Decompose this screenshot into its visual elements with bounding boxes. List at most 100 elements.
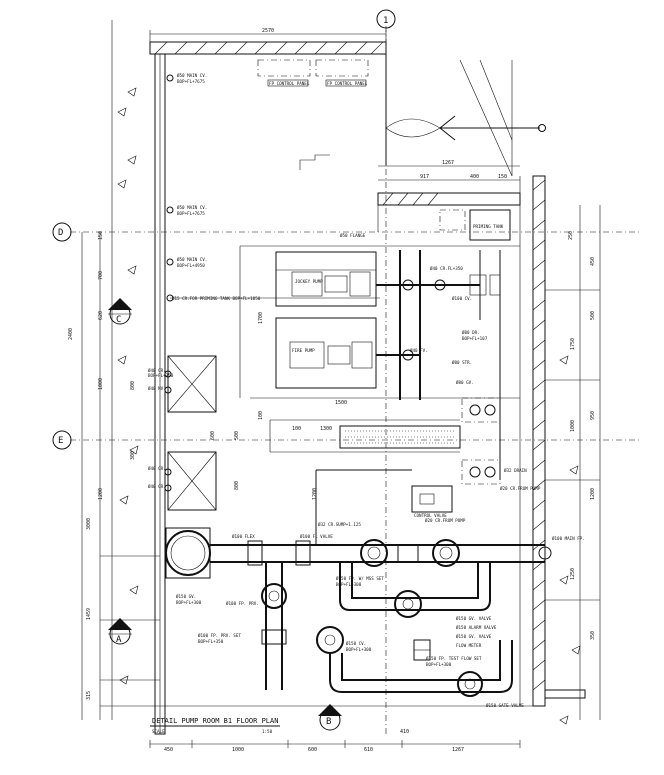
label-dr-b: BOP+FL+107 [462, 336, 488, 341]
bottom-right-wall [544, 689, 586, 699]
dim-inner-d7: 600 [210, 431, 216, 440]
title-block: DETAIL PUMP ROOM B1 FLOOR PLAN SCALE 1:5… [150, 717, 280, 734]
label-fp-prv-set-b: BOP+FL+350 [198, 639, 224, 644]
dim-right-d3: 1750 [570, 338, 576, 350]
right-wall-hatch [532, 179, 546, 691]
label-test-flow-b: BOP+FL+300 [426, 662, 452, 667]
scale-value: 1:50 [262, 729, 273, 734]
grid-label-e: E [58, 436, 63, 446]
dim-left-d1: 2400 [68, 328, 74, 340]
dim-bottom-d6: 410 [400, 729, 409, 735]
label-cr: Ø40 CR. [148, 368, 166, 373]
label-main-cv-2b: BOP+FL+7675 [177, 211, 205, 216]
dim-bottom-d4: 610 [364, 747, 373, 753]
top-wall-hatch [154, 41, 384, 55]
label-cr-sump: Ø32 CR.SUMP+1.125 [318, 522, 361, 527]
top-dimensions: 2570 1267 917 400 150 [149, 28, 520, 181]
section-label-c: C [116, 315, 121, 325]
dim-left-d4: 315 [86, 691, 92, 700]
dim-left-d5: 700 [98, 271, 104, 280]
section-marker-a: A [108, 618, 132, 645]
scale-label: SCALE [152, 729, 165, 734]
panel-2-label: FP CONTROL PANEL [327, 81, 368, 86]
dim-top-d4: 150 [498, 174, 507, 180]
label-drain: Ø32 DRAIN [504, 468, 527, 473]
dim-right-d8: 350 [590, 631, 596, 640]
valve-cluster-right [461, 397, 501, 485]
valve-box-label: CONTROL VALVE [414, 513, 447, 518]
inner-dimensions: 1500 1300 100 1700 1200 500 600 800 100 [210, 312, 347, 500]
label-fp-prv: Ø100 FP. PRV. [226, 601, 259, 606]
label-cr-b: BOP+FL+350 [148, 373, 174, 378]
grid-bubble-1: 1 [376, 9, 396, 29]
label-mfv-b: BOP+FL+300 [336, 582, 362, 587]
dim-top-d3: 400 [470, 174, 479, 180]
drawing-title: DETAIL PUMP ROOM B1 FLOOR PLAN [152, 717, 278, 725]
section-marker-b: B [318, 704, 342, 731]
grid-label-d: D [58, 228, 63, 238]
section-label-a: A [116, 635, 122, 645]
grid-label-1: 1 [383, 16, 388, 26]
label-cr-pump2: Ø20 CR.FROM PUMP [425, 518, 466, 523]
dim-right-d2: 450 [590, 257, 596, 266]
control-valve-box: CONTROL VALVE [315, 469, 453, 545]
dim-left-d3: 1459 [86, 608, 92, 620]
label-cr2: Ø40 CR. [148, 466, 166, 471]
section-marker-c: C [108, 298, 132, 325]
dim-right-d9: 950 [590, 411, 596, 420]
dim-left-d11: 620 [98, 311, 104, 320]
label-cv150: Ø150 CV. [346, 641, 366, 646]
grid-bubble-d: D [52, 222, 72, 242]
label-main-fp: Ø100 MAIN FP. [552, 536, 585, 541]
panel-1-label: FP CONTROL PANEL [269, 81, 310, 86]
dim-left-d8: 800 [130, 381, 136, 390]
dim-right-d1: 250 [568, 231, 574, 240]
dim-inner-d9: 100 [258, 411, 264, 420]
priming-tank: PRIMING TANK [439, 209, 511, 241]
label-alarm-valve: Ø150 ALARM VALVE [456, 625, 497, 630]
label-flex: Ø100 FLEX [232, 534, 255, 539]
dim-left-d9: 150 [98, 231, 104, 240]
label-main-cv-3: Ø50 MAIN CV. [177, 257, 207, 262]
dim-top-d1: 1267 [442, 160, 454, 166]
top-wall [149, 41, 387, 55]
label-test-flow: Ø150 FP. TEST FLOW SET [426, 656, 482, 661]
label-gv-valve2: Ø150 GV. VALVE [456, 634, 492, 639]
label-fl-valve: Ø100 FL VALVE [300, 534, 333, 539]
dim-top-d2: 917 [420, 174, 429, 180]
dim-right-d6: 1250 [570, 568, 576, 580]
left-dimensions: 2400 3000 1459 315 700 1000 1200 800 150… [68, 20, 136, 720]
extension-lines [100, 289, 600, 707]
dim-top-overall: 2570 [262, 28, 274, 34]
dim-left-d10: 300 [130, 451, 136, 460]
inner-room-wall [377, 192, 521, 206]
label-gv: Ø80 GV. [456, 380, 474, 385]
fp-sump-pit [165, 530, 211, 576]
section-label-b: B [326, 717, 331, 727]
dim-inner-d1: 1300 [320, 426, 332, 432]
label-fv: Ø40 FV. [410, 348, 428, 353]
label-cr3: Ø40 CR. [148, 484, 166, 489]
label-gv150: Ø150 GV. [176, 594, 196, 599]
dim-right-d5: 1200 [590, 488, 596, 500]
exterior-ground-marks [117, 87, 581, 725]
left-riser-labels: Ø40 CR. BOP+FL+350 Ø40 MV. Ø40 CR. Ø40 C… [148, 368, 174, 492]
dim-bottom-d5: 1267 [452, 747, 464, 753]
label-mv: Ø40 MV. [148, 386, 166, 391]
dim-left-d7: 1200 [98, 488, 104, 500]
fire-pump-set-upper: JOCKEY PUMP [275, 251, 377, 307]
dim-inner-d5: 1200 [312, 488, 318, 500]
label-dr: Ø80 DR. [462, 330, 480, 335]
label-gv-valve: Ø150 GV. VALVE [456, 616, 492, 621]
right-dimensions: 250 450 1750 1000 1200 1250 500 350 950 [568, 205, 601, 720]
dim-inner-d2: 1700 [258, 312, 264, 324]
label-cv: Ø100 CV. [452, 296, 472, 301]
label-main-cv-3b: BOP+FL+4950 [177, 263, 205, 268]
stair-symbol [299, 154, 330, 170]
label-gate-valve: Ø150 GATE VALVE [486, 703, 524, 708]
label-flange: Ø50 FLANGE [340, 233, 366, 238]
label-cr-pump: Ø20 CR.FROM PUMP [500, 486, 541, 491]
priming-tank-label: PRIMING TANK [473, 224, 504, 229]
grid-bubble-e: E [52, 430, 72, 450]
